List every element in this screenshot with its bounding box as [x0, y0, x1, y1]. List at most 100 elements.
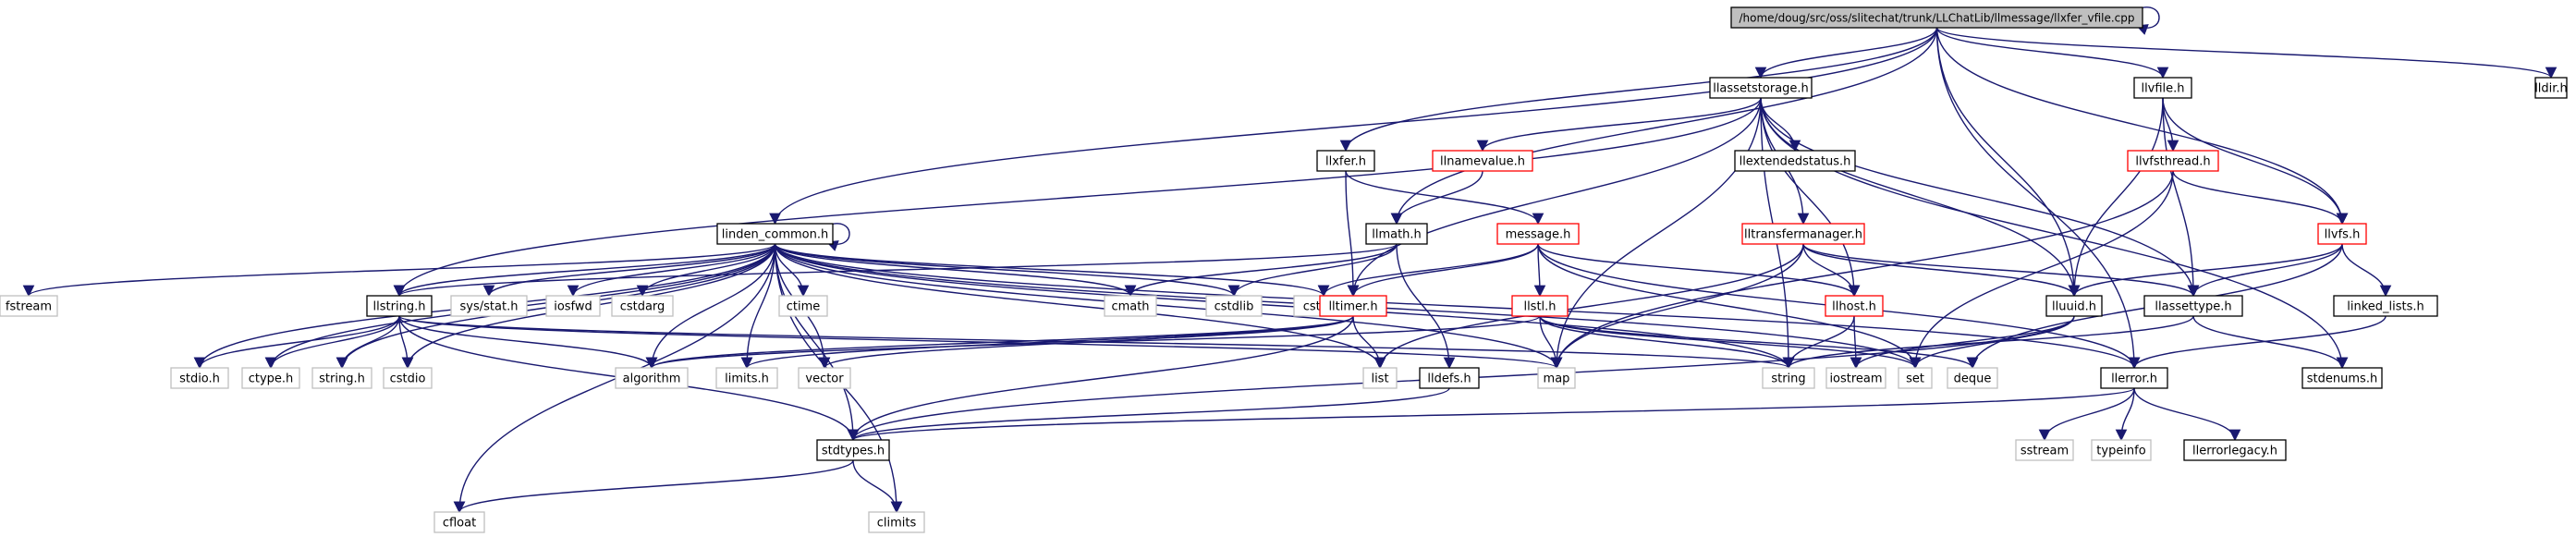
edge-llvfile-to-lluuid	[2068, 97, 2164, 298]
node-label: cstdlib	[1215, 300, 1254, 314]
edge-root-to-llvfs	[1935, 27, 2349, 226]
edge-llstl-to-map	[1539, 315, 1563, 370]
node-limitsh[interactable]: limits.h	[715, 367, 778, 389]
edge-llvfile-to-llvfs	[2162, 97, 2349, 226]
edge-linden_common-to-sysstat	[482, 243, 776, 298]
node-ctime[interactable]: ctime	[778, 295, 828, 317]
node-iosfwd[interactable]: iosfwd	[545, 295, 601, 317]
node-typeinfo[interactable]: typeinfo	[2091, 439, 2152, 461]
node-llvfs[interactable]: llvfs.h	[2317, 223, 2367, 245]
edge-linden_common-to-limitsh	[740, 243, 776, 370]
edge-llassetstorage-to-lltimer	[1347, 97, 1762, 298]
node-box	[798, 367, 851, 389]
node-lldefs[interactable]: lldefs.h	[1419, 367, 1480, 389]
node-label: lldir.h	[2534, 82, 2568, 96]
node-llextendedstatus[interactable]: llextendedstatus.h	[1734, 150, 1856, 172]
edge-linden_common-to-cmath	[774, 243, 1137, 298]
node-llvfile[interactable]: llvfile.h	[2133, 77, 2192, 99]
node-stringh[interactable]: string.h	[311, 367, 372, 389]
node-message[interactable]: message.h	[1496, 223, 1580, 245]
node-label: vector	[805, 372, 844, 386]
node-algorithm[interactable]: algorithm	[615, 367, 689, 389]
node-root[interactable]: /home/doug/src/oss/slitechat/trunk/LLCha…	[1730, 6, 2143, 29]
edge-root-to-lldir	[1935, 27, 2558, 79]
node-stdioh[interactable]: stdio.h	[170, 367, 229, 389]
node-llvfsthread[interactable]: llvfsthread.h	[2127, 150, 2219, 172]
node-box	[1947, 367, 1998, 389]
edge-linden_common-to-fstream	[23, 243, 776, 298]
node-label: cmath	[1111, 300, 1149, 314]
node-box	[1741, 223, 1865, 245]
node-llnamevalue[interactable]: llnamevalue.h	[1432, 150, 1533, 172]
edge-lltimer-to-stdtypes	[847, 315, 1354, 442]
edge-linden_common-to-llerror	[774, 243, 2141, 370]
node-label: lluuid.h	[2052, 300, 2096, 314]
node-label: limits.h	[725, 372, 769, 386]
edge-linden_common-to-llstring	[393, 243, 776, 298]
edge-llerror-to-llerrorlegacy	[2133, 387, 2241, 442]
node-map[interactable]: map	[1537, 367, 1576, 389]
node-box	[545, 295, 601, 317]
node-box	[1319, 295, 1387, 317]
node-llmath[interactable]: llmath.h	[1365, 223, 1428, 245]
node-label: string.h	[319, 372, 365, 386]
node-ctypeh[interactable]: ctype.h	[241, 367, 300, 389]
node-box	[1511, 295, 1569, 317]
node-label: set	[1906, 372, 1924, 386]
node-string[interactable]: string	[1762, 367, 1815, 389]
node-box	[241, 367, 300, 389]
node-llstring[interactable]: llstring.h	[366, 295, 433, 317]
node-box	[2534, 77, 2568, 99]
node-cfloat[interactable]: cfloat	[433, 511, 485, 533]
edge-llstring-to-map	[398, 315, 1562, 370]
node-list[interactable]: list	[1362, 367, 1398, 389]
node-iostream[interactable]: iostream	[1825, 367, 1886, 389]
node-lltimer[interactable]: lltimer.h	[1319, 295, 1387, 317]
node-llerror[interactable]: llerror.h	[2100, 367, 2168, 389]
node-label: linden_common.h	[722, 228, 828, 242]
dependency-nodes: /home/doug/src/oss/slitechat/trunk/LLCha…	[0, 6, 2568, 533]
edge-llvfsthread-to-map	[1550, 170, 2174, 370]
node-lluuid[interactable]: lluuid.h	[2045, 295, 2103, 317]
edge-root-to-lluuid	[1935, 27, 2081, 298]
node-sstream[interactable]: sstream	[2015, 439, 2074, 461]
node-cstdarg[interactable]: cstdarg	[611, 295, 674, 317]
edge-llxfer-to-lltimer	[1345, 170, 1360, 298]
edge-lltimer-to-limitsh	[740, 315, 1354, 370]
node-stdenums[interactable]: stdenums.h	[2301, 367, 2383, 389]
node-box	[0, 295, 58, 317]
node-box	[2100, 367, 2168, 389]
node-sysstat[interactable]: sys/stat.h	[450, 295, 528, 317]
node-llassetstorage[interactable]: llassetstorage.h	[1709, 77, 1813, 99]
edge-llvfile-to-llassettype	[2162, 97, 2200, 298]
node-linked_lists[interactable]: linked_lists.h	[2333, 295, 2438, 317]
node-lltransfermanager[interactable]: lltransfermanager.h	[1741, 223, 1865, 245]
node-stdtypes[interactable]: stdtypes.h	[816, 439, 890, 461]
node-vector[interactable]: vector	[798, 367, 851, 389]
edge-message-to-cstring	[1317, 243, 1539, 298]
node-label: llvfile.h	[2141, 82, 2184, 96]
edge-llstl-to-string	[1539, 315, 1795, 370]
node-lldir[interactable]: lldir.h	[2534, 77, 2568, 99]
edge-root-to-linden_common	[769, 27, 1938, 226]
node-llerrorlegacy[interactable]: llerrorlegacy.h	[2183, 439, 2287, 461]
node-box	[1496, 223, 1580, 245]
node-llstl[interactable]: llstl.h	[1511, 295, 1569, 317]
node-cstdio[interactable]: cstdio	[383, 367, 433, 389]
node-fstream[interactable]: fstream	[0, 295, 58, 317]
node-llhost[interactable]: llhost.h	[1825, 295, 1884, 317]
edge-stdtypes-to-climits	[852, 459, 903, 514]
node-linden_common[interactable]: linden_common.h	[716, 223, 834, 245]
node-llassettype[interactable]: llassettype.h	[2143, 295, 2243, 317]
node-llxfer[interactable]: llxfer.h	[1316, 150, 1375, 172]
node-set[interactable]: set	[1898, 367, 1933, 389]
node-box	[1365, 223, 1428, 245]
node-deque[interactable]: deque	[1947, 367, 1998, 389]
node-cmath[interactable]: cmath	[1104, 295, 1157, 317]
node-climits[interactable]: climits	[868, 511, 925, 533]
node-box	[778, 295, 828, 317]
node-label: cstdio	[390, 372, 426, 386]
edge-llmath-to-cstdlib	[1227, 243, 1398, 298]
node-cstdlib[interactable]: cstdlib	[1205, 295, 1263, 317]
edge-llvfs-to-llassettype	[2187, 243, 2343, 298]
